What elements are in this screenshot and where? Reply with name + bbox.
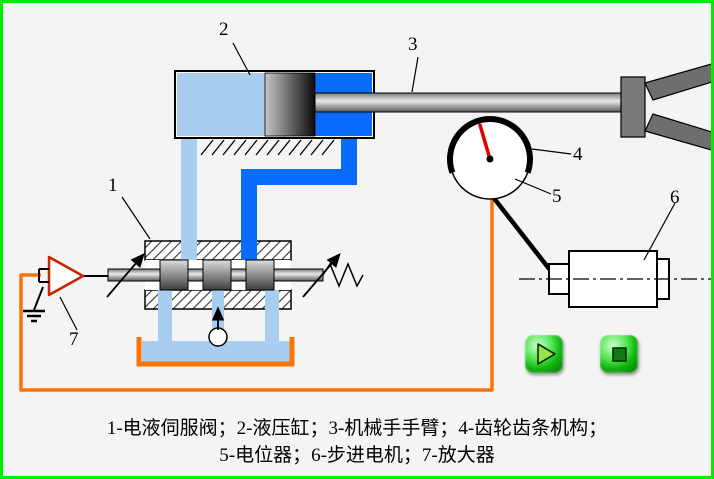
label-servo-valve: 1: [108, 175, 118, 196]
stop-icon: [612, 347, 627, 362]
caption-line1: 1-电液伺服阀；2-液压缸；3-机械手手臂；4-齿轮齿条机构；: [106, 418, 608, 439]
diagram-canvas: [19, 42, 711, 392]
needle: [478, 123, 492, 161]
manipulator-arm: [314, 92, 628, 113]
gripper: [620, 63, 711, 151]
play-button[interactable]: [525, 335, 563, 373]
play-icon: [537, 343, 556, 365]
label-amplifier: 7: [69, 329, 79, 350]
leader-lines: [59, 42, 676, 331]
stop-button[interactable]: [600, 335, 638, 373]
gear-rack-dial: [447, 116, 533, 200]
label-potentiometer: 5: [552, 186, 562, 207]
caption: 1-电液伺服阀；2-液压缸；3-机械手手臂；4-齿轮齿条机构； 5-电位器；6-…: [3, 415, 711, 469]
pump: [208, 306, 228, 347]
servo-valve-spool: [106, 252, 364, 298]
label-arm: 3: [408, 34, 418, 55]
label-cylinder: 2: [219, 19, 229, 40]
hydraulic-pipes: [158, 131, 357, 348]
label-gear-rack: 4: [573, 144, 583, 165]
link-rod: [490, 194, 557, 278]
ground-symbol: [23, 286, 45, 323]
amplifier: [38, 255, 108, 297]
caption-line2: 5-电位器；6-步进电机；7-放大器: [219, 445, 495, 466]
wall-mount-hatch: [200, 139, 335, 156]
oil-tank: [136, 337, 295, 367]
stepper-motor: [519, 250, 711, 308]
label-stepper-motor: 6: [670, 187, 680, 208]
feedback-wire: [19, 200, 494, 392]
hydraulic-cylinder: [174, 70, 375, 139]
